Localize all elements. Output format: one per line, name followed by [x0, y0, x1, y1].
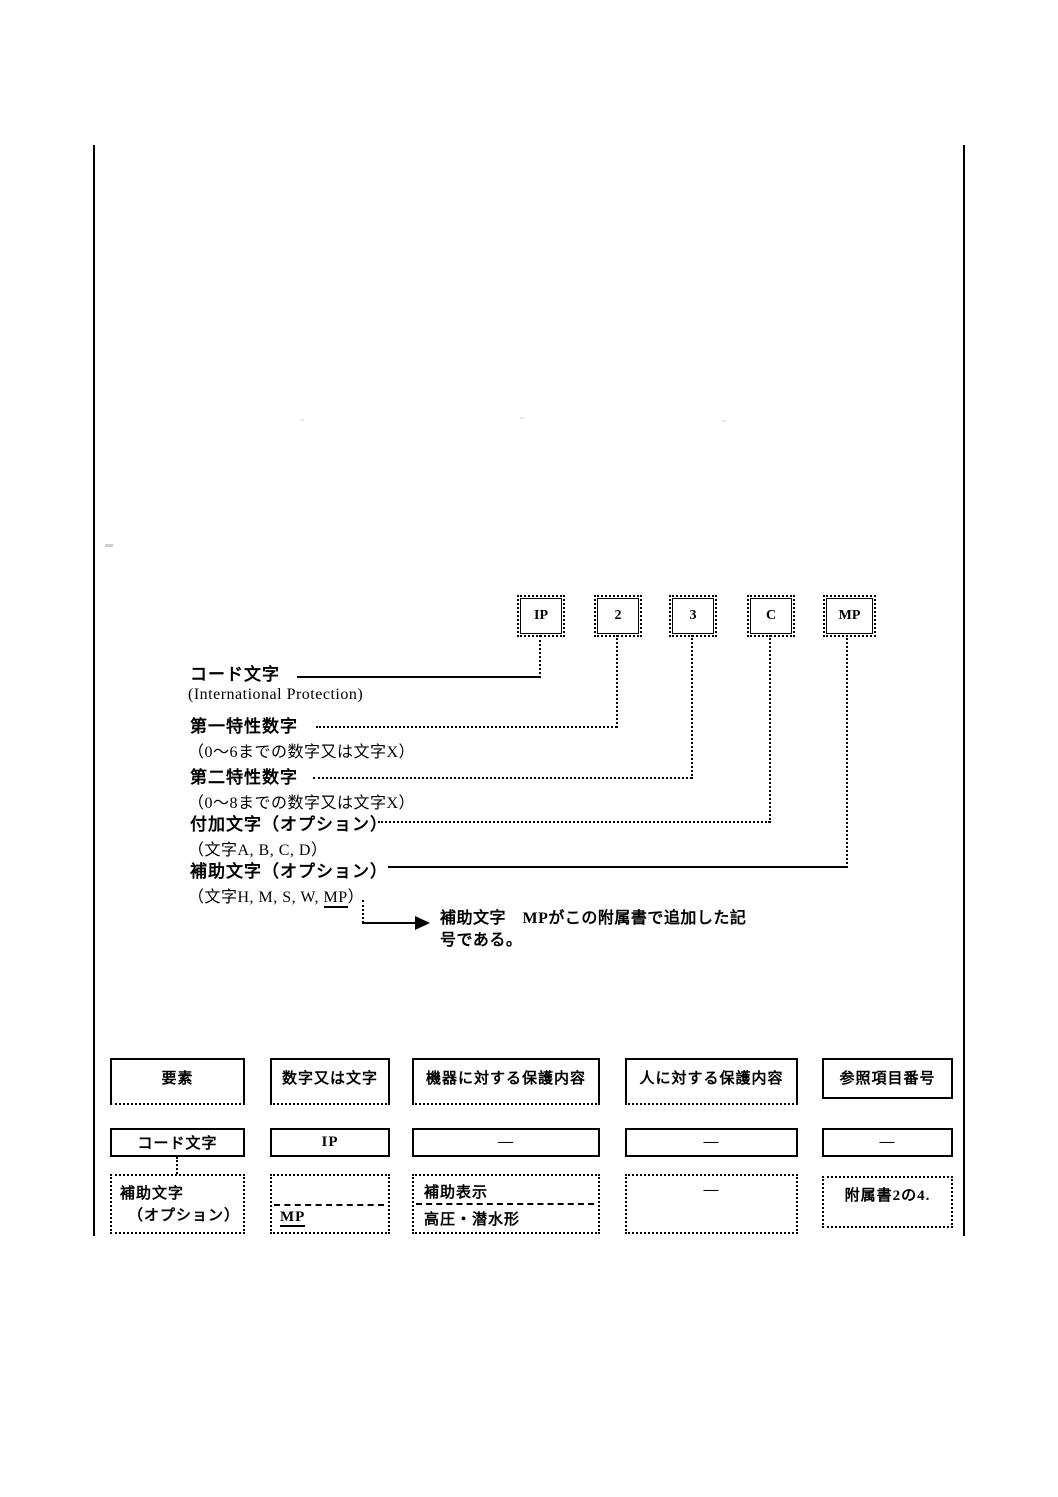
row-aux-symbol-divider [274, 1204, 384, 1206]
table-header-reference-item: 参照項目番号 [822, 1058, 953, 1099]
supplementary-sub-prefix: （文字H, M, S, W, [188, 889, 324, 906]
row-code-equipment-label: ― [498, 1134, 514, 1150]
note-arrow-vertical [362, 900, 364, 923]
connector-vertical-additional [769, 635, 771, 823]
table-header-equipment-protection-label: 機器に対する保護内容 [425, 1071, 586, 1087]
code-box-supplementary-letter-label: MP [838, 608, 861, 623]
code-box-additional-letter: C [747, 595, 795, 637]
code-box-ip: IP [517, 595, 565, 637]
connector-horizontal-supplementary [388, 866, 847, 868]
row-code-element-cell: コード文字 [110, 1128, 245, 1157]
note-line-1: 補助文字 MPがこの附属書で追加した記 [440, 910, 747, 927]
table-header-person-protection-label: 人に対する保護内容 [639, 1071, 784, 1087]
table-header-element-label: 要素 [161, 1071, 194, 1087]
row-aux-reference-label: 附属書2の4. [844, 1188, 931, 1204]
supplementary-sub-suffix: ） [347, 889, 365, 906]
code-box-additional-letter-label: C [765, 608, 777, 623]
scan-artifact-dot [722, 420, 726, 422]
row-code-person-label: ― [703, 1134, 720, 1150]
row-code-reference-label: ― [879, 1134, 896, 1150]
row-aux-equipment-line1: 補助表示 [424, 1185, 489, 1201]
code-box-second-digit-label: 3 [689, 608, 697, 623]
connector-vertical-first-digit [616, 635, 618, 728]
code-box-supplementary-letter: MP [823, 595, 876, 637]
note-arrow-horizontal [362, 922, 417, 924]
connector-horizontal-first-digit [316, 726, 617, 728]
connector-horizontal-ip [297, 676, 540, 678]
row-connector-dotted [176, 1157, 178, 1174]
row-code-symbol-label: IP [321, 1134, 339, 1150]
row-code-symbol-cell: IP [270, 1128, 390, 1157]
row-aux-equipment-cell: 補助表示 高圧・潜水形 [412, 1174, 600, 1234]
label-first-characteristic-numeral-sub: （0〜6までの数字又は文字X） [188, 744, 416, 761]
connector-vertical-second-digit [691, 635, 693, 779]
note-arrowhead-icon [415, 916, 430, 930]
label-first-characteristic-numeral: 第一特性数字 [190, 717, 298, 736]
label-second-characteristic-numeral: 第二特性数字 [190, 768, 298, 787]
row-aux-person-cell: ― [625, 1174, 798, 1234]
label-code-letters: コード文字 [190, 665, 280, 684]
code-box-second-digit: 3 [669, 595, 717, 637]
label-second-characteristic-numeral-sub: （0〜8までの数字又は文字X） [188, 795, 416, 812]
row-aux-equipment-divider [416, 1203, 594, 1205]
row-aux-element-cell: 補助文字 （オプション） [110, 1174, 245, 1234]
row-aux-element-line2: （オプション） [128, 1208, 241, 1224]
row-aux-symbol-label: MP [280, 1209, 306, 1227]
connector-horizontal-additional [378, 821, 770, 823]
table-header-person-protection: 人に対する保護内容 [625, 1058, 798, 1105]
page-border-left [93, 145, 95, 1236]
scan-artifact-dot [105, 544, 113, 547]
code-box-first-digit-label: 2 [614, 608, 622, 623]
supplementary-sub-mp-underlined: MP [323, 889, 348, 908]
row-code-reference-cell: ― [822, 1128, 953, 1157]
table-header-equipment-protection: 機器に対する保護内容 [412, 1058, 600, 1105]
row-aux-symbol-cell: MP [270, 1174, 390, 1234]
row-aux-symbol-mp: MP [280, 1209, 306, 1227]
label-additional-letter-sub: （文字A, B, C, D） [188, 842, 328, 859]
label-additional-letter: 付加文字（オプション） [190, 815, 388, 834]
connector-vertical-ip [539, 635, 541, 678]
row-aux-element-line1: 補助文字 [120, 1186, 185, 1202]
scan-artifact-dot [520, 417, 524, 419]
row-code-element-label: コード文字 [137, 1136, 218, 1152]
row-aux-equipment-line2: 高圧・潜水形 [424, 1212, 521, 1228]
note-line-2: 号である。 [440, 932, 523, 949]
row-code-equipment-cell: ― [412, 1128, 600, 1157]
label-code-letters-sub: (International Protection) [188, 686, 364, 703]
table-header-numeral-or-letter-label: 数字又は文字 [281, 1071, 378, 1087]
connector-horizontal-second-digit [313, 777, 692, 779]
connector-vertical-supplementary [846, 635, 848, 868]
row-aux-person-label: ― [703, 1182, 720, 1198]
row-aux-reference-cell: 附属書2の4. [822, 1176, 953, 1228]
table-header-numeral-or-letter: 数字又は文字 [270, 1058, 390, 1105]
label-supplementary-letter-sub: （文字H, M, S, W, MP） [188, 883, 365, 908]
table-header-reference-item-label: 参照項目番号 [839, 1071, 936, 1087]
code-box-first-digit: 2 [594, 595, 642, 637]
row-code-person-cell: ― [625, 1128, 798, 1157]
scan-artifact-dot [300, 419, 304, 421]
page-border-right [963, 145, 965, 1236]
table-header-element: 要素 [110, 1058, 245, 1105]
label-supplementary-letter: 補助文字（オプション） [190, 862, 388, 881]
code-box-ip-label: IP [534, 608, 548, 623]
